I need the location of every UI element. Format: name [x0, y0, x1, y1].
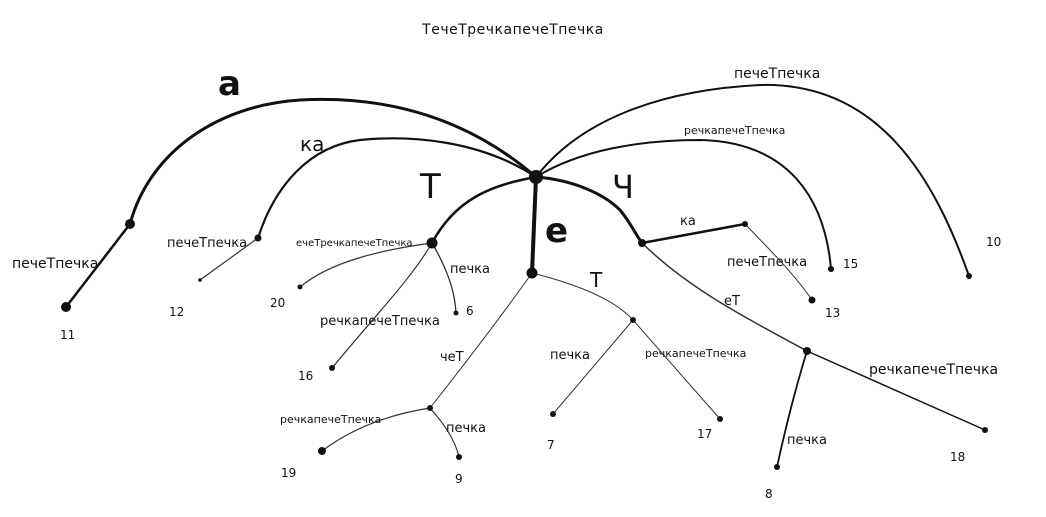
label-ch-big: Ч [612, 168, 634, 206]
label-pecheTpechka-left: печеТпечка [12, 256, 98, 272]
edge-rechka-15 [535, 138, 832, 270]
node-eT [803, 347, 811, 355]
label-rechka-top: речкапечеТпечка [684, 124, 785, 137]
leaf-11: 11 [60, 328, 75, 342]
node-a [125, 219, 135, 229]
edge-pechka-9 [429, 407, 460, 458]
leaf-10: 10 [986, 235, 1001, 249]
node-T-small [630, 317, 636, 323]
node-cheT [427, 405, 433, 411]
edge-pecheTpechka-13 [744, 223, 813, 301]
leaf-20: 20 [270, 296, 285, 310]
edge-pecheTpechka-10 [535, 83, 970, 277]
label-rechka-18: речкапечеТпечка [869, 362, 998, 378]
edge-eT [641, 242, 808, 352]
leaf-12: 12 [169, 305, 184, 319]
leaf-dot-17 [717, 416, 723, 422]
leaf-15: 15 [843, 257, 858, 271]
leaf-dot-7 [550, 411, 556, 417]
edge-pechka-6 [431, 242, 457, 314]
leaf-dot-8 [774, 464, 780, 470]
leaf-dot-10 [966, 273, 972, 279]
label-pecheTpechka-top: печеТпечка [734, 66, 820, 82]
leaf-dot-20 [297, 284, 303, 290]
leaf-13: 13 [825, 306, 840, 320]
label-pechka-6: печка [450, 262, 490, 277]
edge-ka-top [256, 137, 538, 240]
edge-rechka-18 [806, 350, 986, 431]
leaf-dot-18 [982, 427, 988, 433]
label-a: a [218, 64, 241, 104]
node-e [526, 267, 538, 279]
label-pechka-9: печка [446, 421, 486, 436]
leaf-dot-11 [61, 302, 71, 312]
leaf-8: 8 [765, 487, 773, 501]
leaf-dot-6 [453, 310, 459, 316]
label-e-big: е [545, 211, 568, 251]
edge-pechka-7 [552, 319, 634, 415]
leaf-dot-19 [318, 447, 326, 455]
label-pechka-8: печка [787, 433, 827, 448]
node-ka-mid [742, 221, 748, 227]
root-node [529, 170, 543, 184]
leaf-18: 18 [950, 450, 965, 464]
leaf-6: 6 [466, 304, 474, 318]
leaf-dot-15 [828, 266, 834, 272]
edge-rechka-17 [632, 319, 721, 420]
edge-rechka-16 [331, 242, 433, 369]
edge-rechka-19 [321, 407, 431, 452]
edge-e [530, 175, 538, 275]
edge-T [430, 175, 538, 245]
label-cheT: чеТ [440, 350, 464, 365]
diagram-title: ТечеТречкапечеТпечка [422, 22, 604, 38]
edge-cheT [429, 272, 533, 409]
edge-pecheTpechka-11 [64, 222, 132, 309]
label-pecheTpechka-13: печеТпечка [727, 255, 807, 270]
node-T [426, 237, 438, 249]
leaf-dot-9 [456, 454, 462, 460]
leaf-19: 19 [281, 466, 296, 480]
edge-echeTrechka-20 [299, 242, 433, 288]
label-rechka-17: речкапечеТпечка [645, 347, 746, 360]
leaf-dot-16 [329, 365, 335, 371]
leaf-17: 17 [697, 427, 712, 441]
label-pechka-7: печка [550, 348, 590, 363]
label-eT: еТ [724, 294, 740, 309]
edge-pechka-8 [776, 350, 808, 468]
label-ka-top: ка [300, 132, 324, 156]
leaf-dot-12 [198, 278, 202, 282]
label-T-small: Т [589, 268, 603, 292]
leaf-9: 9 [455, 472, 463, 486]
node-ka-top [254, 234, 262, 242]
label-echeTrechka-20: ечеТречкапечеТпечка [296, 238, 413, 249]
leaf-dot-13 [808, 296, 816, 304]
label-ka-mid: ка [680, 214, 696, 229]
node-ch [638, 239, 646, 247]
label-rechka-19: речкапечеТпечка [280, 413, 381, 426]
leaf-16: 16 [298, 369, 313, 383]
edge-ch [534, 175, 644, 245]
label-rechka-16: речкапечеТпечка [320, 314, 440, 329]
label-pecheTpechka-12: печеТпечка [167, 236, 247, 251]
leaf-7: 7 [547, 438, 555, 452]
label-T-big: Т [419, 167, 441, 207]
edge-pecheTpechka-12 [199, 237, 259, 281]
edge-T-small [531, 272, 634, 321]
edge-a [128, 97, 538, 226]
edge-ka-mid [640, 222, 747, 245]
